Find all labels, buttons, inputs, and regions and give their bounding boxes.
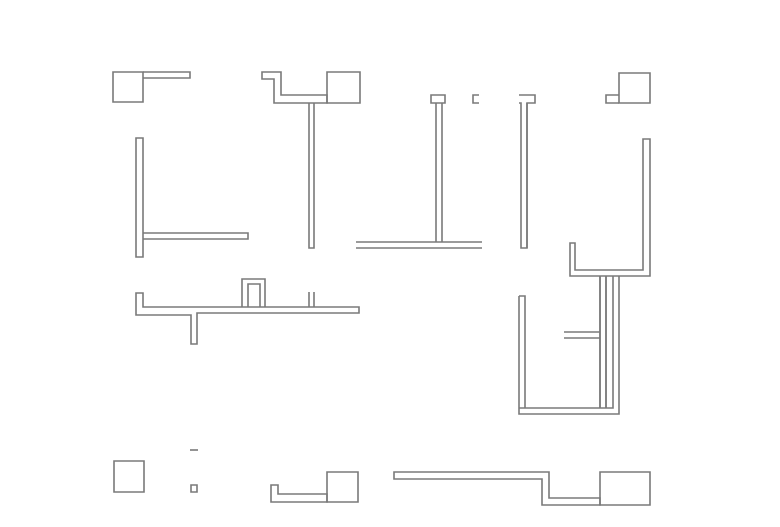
wall-top-right-stub (605, 94, 619, 104)
column-top-left (112, 71, 144, 103)
wall-lower-right-spur (564, 331, 600, 339)
wall-layer (112, 71, 651, 506)
column-top-second (326, 71, 361, 104)
wall-upper-mid-vertical (308, 103, 315, 249)
wall-marker-small (472, 94, 479, 104)
wall-cap-top-center (430, 94, 446, 104)
wall-bottom-second (270, 484, 328, 503)
wall-bottom-right-long (393, 471, 601, 506)
wall-middle-run (135, 292, 360, 345)
wall-right-vertical-u (569, 138, 651, 277)
wall-center-horizontal (356, 241, 482, 249)
wall-top-left-stub (143, 71, 191, 79)
column-bottom-second (326, 471, 359, 503)
wall-lower-right-shaft (599, 276, 607, 408)
wall-thin-post (308, 292, 315, 307)
wall-left-vertical (135, 137, 144, 258)
wall-top-second (261, 71, 328, 104)
wall-lower-right-u (518, 276, 620, 415)
wall-top-center-tee (435, 103, 443, 242)
column-bottom-left (113, 460, 145, 493)
wall-doorway-inner (247, 283, 261, 307)
wall-doorway-frame (241, 278, 266, 307)
wall-left-horizontal (143, 232, 249, 240)
wall-marker-tiny-square (190, 484, 198, 493)
column-top-right (618, 72, 651, 104)
column-bottom-right (599, 471, 651, 506)
